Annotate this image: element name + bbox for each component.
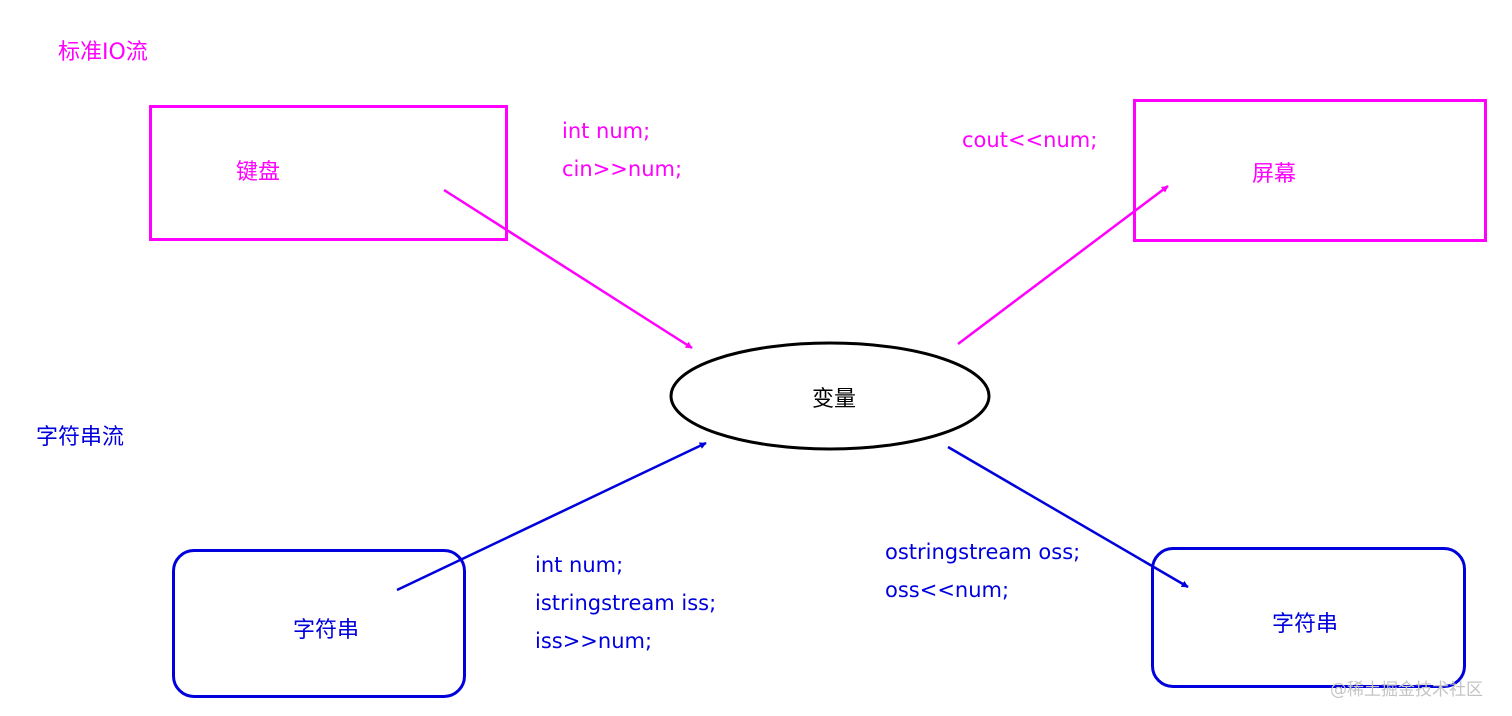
istringstream-code-line: iss>>num; xyxy=(535,629,653,653)
watermark: @稀土掘金技术社区 xyxy=(1330,680,1483,700)
keyboard-box: 键盘 xyxy=(149,105,508,241)
string-output-box: 字符串 xyxy=(1151,547,1466,688)
istringstream-code: int num; istringstream iss; iss>>num; xyxy=(535,546,716,660)
istringstream-code-line: int num; xyxy=(535,553,624,577)
cout-code-line: cout<<num; xyxy=(962,128,1098,152)
cout-code: cout<<num; xyxy=(962,121,1097,159)
istringstream-code-line: istringstream iss; xyxy=(535,591,717,615)
cin-code-line: cin>>num; xyxy=(562,157,683,181)
string-output-label: 字符串 xyxy=(1272,612,1339,637)
screen-label: 屏幕 xyxy=(1252,162,1297,187)
variable-ellipse xyxy=(669,341,991,451)
ostringstream-code-line: ostringstream oss; xyxy=(885,540,1081,564)
screen-box: 屏幕 xyxy=(1133,99,1487,242)
cin-code-line: int num; xyxy=(562,119,651,143)
string-input-label: 字符串 xyxy=(293,618,360,643)
string-stream-title: 字符串流 xyxy=(36,425,125,450)
ostringstream-code-line: oss<<num; xyxy=(885,578,1010,602)
variable-label: 变量 xyxy=(812,387,857,412)
cin-code: int num; cin>>num; xyxy=(562,112,682,188)
keyboard-label: 键盘 xyxy=(236,160,281,185)
ostringstream-code: ostringstream oss; oss<<num; xyxy=(885,533,1080,609)
standard-io-title: 标准IO流 xyxy=(58,40,148,65)
string-input-box: 字符串 xyxy=(172,549,466,698)
